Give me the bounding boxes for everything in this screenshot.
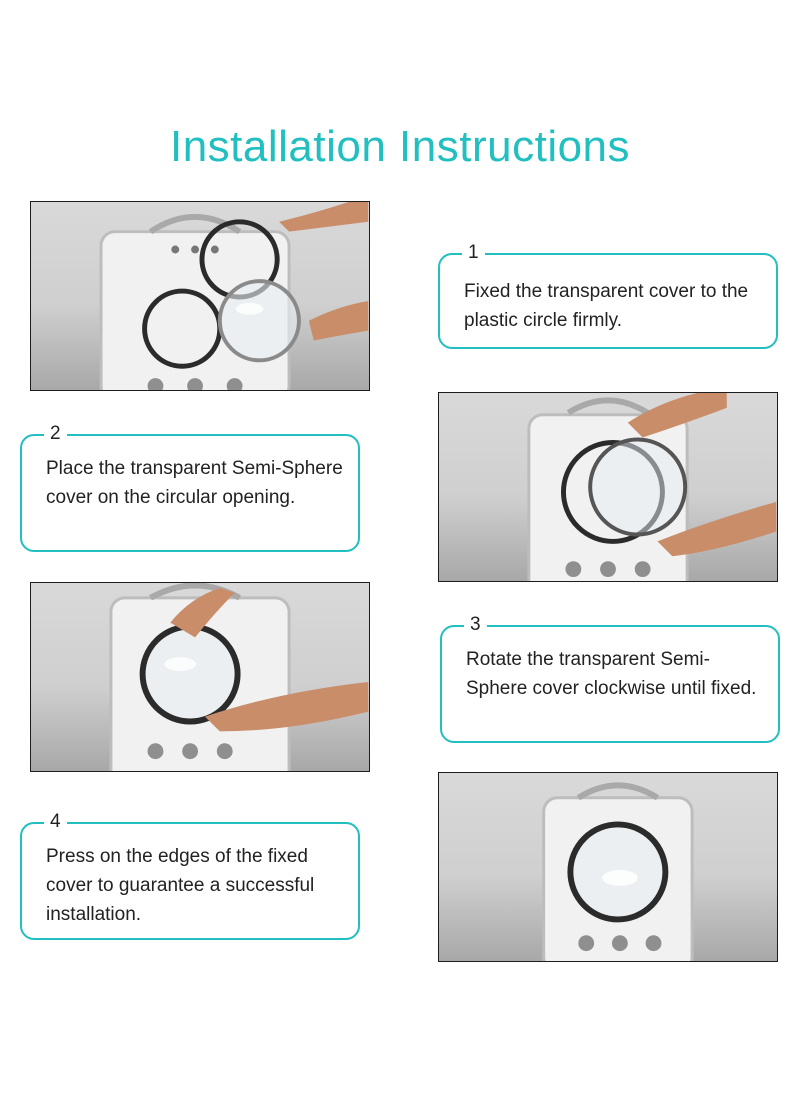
page-title: Installation Instructions [169,122,631,171]
photo-step-3 [30,582,370,772]
step-1-box: 1 Fixed the transparent cover to the pla… [438,242,778,349]
step-text: Rotate the transparent Semi-Sphere cover… [466,649,757,699]
step-4-box: 4 Press on the edges of the fixed cover … [20,811,360,940]
backpack-ring-illustration [109,583,369,771]
backpack-ring-illustration [542,782,694,961]
step-number: 4 [44,811,67,833]
backpack-ring-illustration [527,393,777,581]
step-text: Press on the edges of the fixed cover to… [46,846,315,925]
step-number: 1 [462,242,485,264]
backpack-ring-illustration [99,202,369,390]
step-2-box: 2 Place the transparent Semi-Sphere cove… [20,423,360,552]
step-text: Fixed the transparent cover to the plast… [464,281,749,331]
step-text: Place the transparent Semi-Sphere cover … [46,458,343,508]
photo-step-1 [30,201,370,391]
photo-step-4 [438,772,778,962]
step-number: 3 [464,614,487,636]
step-3-box: 3 Rotate the transparent Semi-Sphere cov… [440,614,780,743]
photo-step-2 [438,392,778,582]
step-number: 2 [44,423,67,445]
